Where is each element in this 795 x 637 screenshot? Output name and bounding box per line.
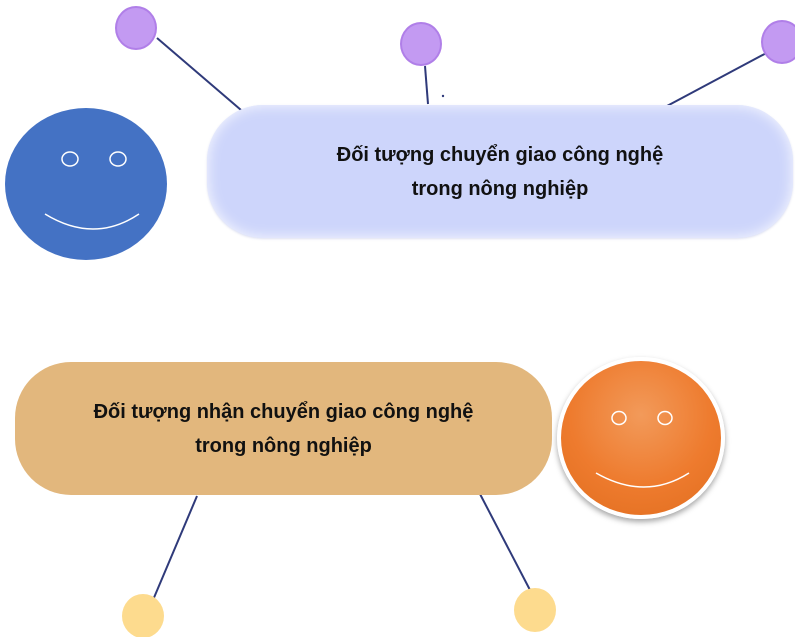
connector-line-bottom-right bbox=[479, 493, 531, 591]
smile bbox=[44, 213, 140, 230]
transfer-subject-box: Đối tượng chuyển giao công nghệ trong nô… bbox=[207, 105, 793, 238]
bubble-top-right bbox=[761, 20, 795, 64]
transfer-recipient-box: Đối tượng nhận chuyển giao công nghệ tro… bbox=[15, 362, 552, 495]
connector-line-top-right bbox=[666, 49, 773, 107]
connector-line-top-left bbox=[156, 37, 242, 111]
bubble-bottom-right bbox=[514, 588, 556, 632]
smile bbox=[595, 472, 690, 488]
transfer-recipient-line1: Đối tượng nhận chuyển giao công nghệ bbox=[93, 400, 474, 423]
connector-line-top-middle bbox=[424, 65, 429, 105]
smiley-face-blue-icon bbox=[5, 108, 167, 260]
transfer-subject-line1: Đối tượng chuyển giao công nghệ bbox=[336, 143, 664, 166]
bubble-top-middle bbox=[400, 22, 442, 66]
bubble-top-left bbox=[115, 6, 157, 50]
left-eye bbox=[611, 410, 627, 426]
left-eye bbox=[61, 151, 79, 167]
transfer-subject-line2: trong nông nghiệp bbox=[411, 177, 589, 200]
smiley-face-orange-icon bbox=[557, 357, 725, 519]
stray-dot bbox=[441, 94, 445, 98]
bubble-bottom-left bbox=[122, 594, 164, 637]
transfer-recipient-line2: trong nông nghiệp bbox=[195, 434, 372, 457]
right-eye bbox=[657, 410, 673, 426]
right-eye bbox=[109, 151, 127, 167]
connector-line-bottom-left bbox=[152, 495, 198, 601]
